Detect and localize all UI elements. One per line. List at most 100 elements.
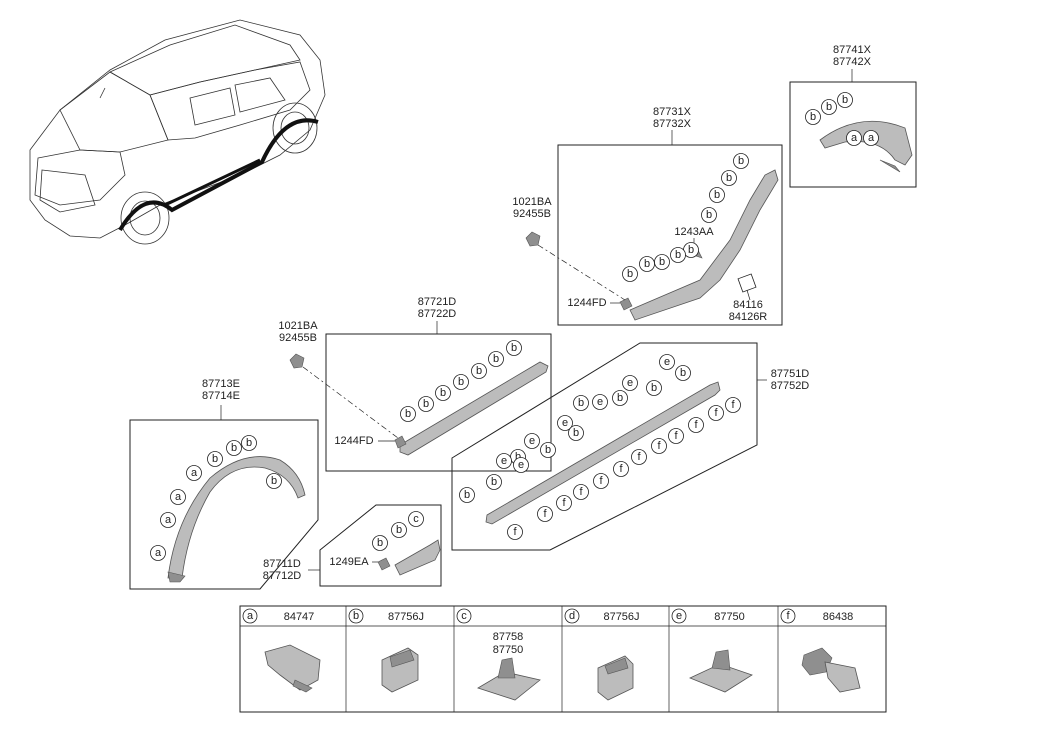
svg-text:b: b xyxy=(212,453,218,465)
callout-a-4: a xyxy=(863,130,879,146)
legend-letter-circle xyxy=(348,608,364,624)
callout-e-31: e xyxy=(622,375,638,391)
legend-part-number: 87758 xyxy=(493,631,524,643)
legend-part-number: 87750 xyxy=(714,611,745,623)
legend-letter: a xyxy=(247,610,254,622)
svg-text:e: e xyxy=(597,396,603,408)
callout-b-14: b xyxy=(506,340,522,356)
callout-b-21: b xyxy=(241,435,257,451)
svg-text:b: b xyxy=(680,367,686,379)
callout-b-22: b xyxy=(226,440,242,456)
svg-text:b: b xyxy=(231,442,237,454)
legend-part-87750 xyxy=(688,649,753,693)
svg-text:f: f xyxy=(731,399,735,411)
callout-b-34: b xyxy=(612,390,628,406)
svg-text:a: a xyxy=(155,547,162,559)
svg-text:f: f xyxy=(579,486,583,498)
svg-text:b: b xyxy=(396,524,402,536)
part-front-wheel-arch xyxy=(167,456,306,583)
callout-e-36: e xyxy=(557,415,573,431)
vehicle-illustration xyxy=(29,19,326,245)
callout-b-23: b xyxy=(207,451,223,467)
callout-a-3: a xyxy=(846,130,862,146)
callout-b-59: b xyxy=(372,535,388,551)
callout-b-35: b xyxy=(573,395,589,411)
svg-text:e: e xyxy=(627,377,633,389)
callout-f-46: f xyxy=(708,405,724,421)
legend-letter: f xyxy=(786,610,790,622)
callout-a-25: a xyxy=(170,489,186,505)
box-87741X xyxy=(789,81,917,188)
part-wheel-arch-rear xyxy=(819,120,913,173)
callout-f-54: f xyxy=(556,495,572,511)
legend-letter-circle xyxy=(242,608,258,624)
callout-b-1: b xyxy=(821,99,837,115)
callout-f-50: f xyxy=(631,449,647,465)
legend-letter-circle xyxy=(780,608,796,624)
svg-text:a: a xyxy=(868,132,875,144)
callout-b-10: b xyxy=(670,247,686,263)
callout-e-38: e xyxy=(524,433,540,449)
legend-part-87758 xyxy=(477,657,541,701)
callout-f-56: f xyxy=(507,524,523,540)
svg-text:f: f xyxy=(674,430,678,442)
svg-text:b: b xyxy=(617,392,623,404)
part-1244FD-top xyxy=(619,297,633,311)
part-clip-1021BA-a xyxy=(525,231,541,247)
svg-text:a: a xyxy=(191,467,198,479)
callout-e-41: e xyxy=(496,453,512,469)
svg-text:e: e xyxy=(518,459,524,471)
callout-b-44: b xyxy=(459,487,475,503)
svg-text:b: b xyxy=(706,209,712,221)
svg-text:b: b xyxy=(644,258,650,270)
legend-letter: e xyxy=(676,610,682,622)
callout-f-47: f xyxy=(688,417,704,433)
box-87711D xyxy=(319,504,442,587)
box-87751D xyxy=(451,342,758,551)
svg-text:f: f xyxy=(657,440,661,452)
legend-letter-circle xyxy=(564,608,580,624)
callout-b-28: b xyxy=(266,473,282,489)
svg-text:b: b xyxy=(476,365,482,377)
svg-text:b: b xyxy=(627,268,633,280)
svg-text:b: b xyxy=(545,444,551,456)
svg-text:b: b xyxy=(573,427,579,439)
callout-f-55: f xyxy=(537,506,553,522)
svg-text:b: b xyxy=(440,387,446,399)
part-side-sill-moulding xyxy=(485,381,721,525)
legend-table xyxy=(239,605,887,713)
svg-text:e: e xyxy=(562,417,568,429)
svg-text:b: b xyxy=(810,111,816,123)
callout-b-39: b xyxy=(540,442,556,458)
svg-text:b: b xyxy=(515,451,521,463)
callout-f-45: f xyxy=(725,397,741,413)
legend-part-number: 87756J xyxy=(388,611,424,623)
svg-text:e: e xyxy=(529,435,535,447)
callout-f-48: f xyxy=(668,428,684,444)
svg-text:b: b xyxy=(423,398,429,410)
svg-text:b: b xyxy=(491,476,497,488)
legend-letter-circle xyxy=(456,608,472,624)
callout-c-57: c xyxy=(408,511,424,527)
svg-text:b: b xyxy=(377,537,383,549)
svg-text:e: e xyxy=(501,455,507,467)
label-1249EA: 1249EA xyxy=(329,556,369,568)
legend-letter: c xyxy=(461,610,467,622)
svg-text:a: a xyxy=(851,132,858,144)
svg-text:b: b xyxy=(578,397,584,409)
box-87713E xyxy=(129,419,319,590)
legend-part-number: 87750 xyxy=(493,644,524,656)
legend-letter: b xyxy=(353,610,359,622)
legend-col-e: 87750 e xyxy=(671,608,745,624)
callout-b-7: b xyxy=(709,187,725,203)
legend-col-b: 87756J b xyxy=(348,608,424,624)
callout-b-20: b xyxy=(400,406,416,422)
callout-b-11: b xyxy=(654,254,670,270)
svg-text:f: f xyxy=(714,407,718,419)
